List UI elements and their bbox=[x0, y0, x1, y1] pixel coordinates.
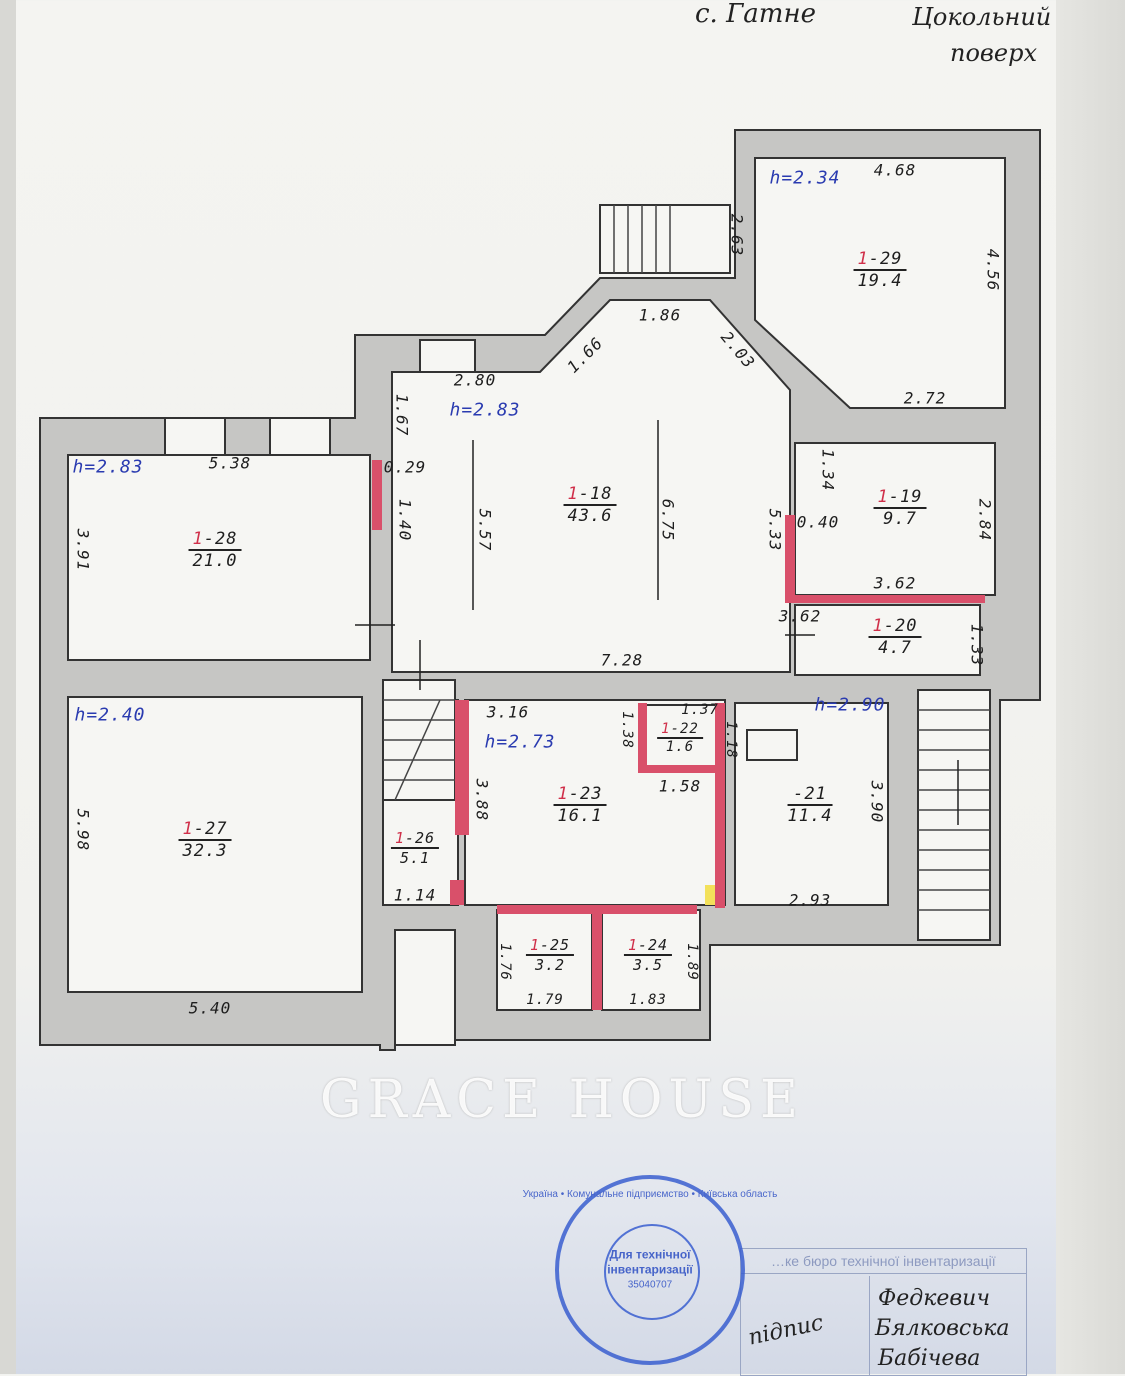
height-label: h=2.73 bbox=[484, 731, 556, 753]
signature-name-2: Бялковська bbox=[875, 1316, 1010, 1341]
dimension-label: 4.68 bbox=[873, 160, 917, 180]
stairs-top bbox=[599, 204, 731, 274]
direction-arrows bbox=[355, 420, 959, 825]
dimension-label: 6.75 bbox=[658, 498, 678, 542]
room-25 bbox=[496, 909, 593, 1011]
bottom-opening bbox=[394, 929, 456, 1046]
dimension-label: 3.62 bbox=[873, 573, 917, 593]
village-title: с. Гатне bbox=[695, 0, 816, 29]
dimension-label: 1.34 bbox=[818, 448, 838, 492]
dimension-label: 5.57 bbox=[475, 508, 495, 552]
dimension-label: 3.62 bbox=[778, 606, 822, 626]
room-28 bbox=[67, 454, 371, 661]
room-19 bbox=[794, 442, 996, 596]
dimension-label: 3.90 bbox=[867, 780, 887, 824]
dimension-label: 1.37 bbox=[681, 702, 719, 718]
bureau-header: …ке бюро технічної інвентаризації bbox=[741, 1249, 1026, 1274]
dimension-label: 3.88 bbox=[472, 778, 492, 822]
dimension-label: 1.33 bbox=[967, 623, 987, 667]
dimension-label: 7.28 bbox=[600, 650, 644, 670]
dimension-label: 1.14 bbox=[393, 885, 437, 905]
window-2 bbox=[269, 417, 331, 456]
dimension-label: 2.93 bbox=[788, 890, 832, 910]
room-22 bbox=[644, 704, 721, 768]
watermark: GRACE HOUSE bbox=[320, 1070, 804, 1130]
dimension-label: 1.79 bbox=[526, 992, 564, 1008]
window-3 bbox=[419, 339, 476, 373]
official-stamp: Україна • Комунальне підприємство • Київ… bbox=[523, 1175, 777, 1365]
height-label: h=2.34 bbox=[769, 167, 841, 189]
room-27 bbox=[67, 696, 363, 993]
dimension-label: 1.18 bbox=[723, 721, 739, 759]
signature-name-1: Федкевич bbox=[878, 1286, 991, 1311]
new-partitions bbox=[372, 460, 985, 1010]
dimension-label: 5.33 bbox=[765, 508, 785, 552]
signature-name-3: Бабічева bbox=[878, 1346, 981, 1371]
dimension-label: 5.98 bbox=[73, 808, 93, 852]
floor-title-line2: поверх bbox=[950, 39, 1037, 67]
dimension-label: 1.76 bbox=[497, 943, 513, 981]
height-label: h=2.83 bbox=[72, 456, 144, 478]
room-24 bbox=[601, 909, 701, 1011]
dimension-label: 1.67 bbox=[392, 393, 412, 437]
stamp-line-2: інвентаризації bbox=[607, 1262, 693, 1277]
dimension-label: 2.84 bbox=[975, 498, 995, 542]
dimension-label: 5.40 bbox=[188, 998, 232, 1018]
paper-edge-left bbox=[0, 0, 16, 1374]
height-label: h=2.90 bbox=[814, 694, 886, 716]
dimension-label: 1.86 bbox=[638, 305, 682, 325]
dimension-label: 4.56 bbox=[983, 248, 1003, 292]
window-1 bbox=[164, 417, 226, 456]
dimension-label: 0.40 bbox=[796, 512, 840, 532]
paper-edge-right bbox=[1056, 0, 1125, 1374]
height-label: h=2.40 bbox=[74, 704, 146, 726]
dimension-label: 3.91 bbox=[73, 528, 93, 572]
table-divider bbox=[869, 1276, 870, 1376]
room-18 bbox=[391, 299, 791, 673]
dimension-label: 1.40 bbox=[395, 498, 415, 542]
dimension-label: 5.38 bbox=[208, 453, 252, 473]
stair-treads bbox=[383, 205, 990, 911]
dimension-label: 3.16 bbox=[486, 702, 530, 722]
dimension-label: 2.80 bbox=[453, 370, 497, 390]
dimension-label: 2.63 bbox=[727, 213, 747, 257]
room-20 bbox=[794, 604, 981, 676]
dimension-label: 1.38 bbox=[619, 711, 635, 749]
stairs-right bbox=[917, 689, 991, 941]
stamp-ring-text: Україна • Комунальне підприємство • Київ… bbox=[522, 1189, 778, 1200]
room-29 bbox=[754, 157, 1006, 409]
height-label: h=2.83 bbox=[449, 399, 521, 421]
stamp-code: 35040707 bbox=[627, 1279, 673, 1291]
stamp-line-1: Для технічної bbox=[609, 1247, 691, 1262]
bath-fixture bbox=[746, 729, 798, 761]
dimension-label: 1.83 bbox=[629, 992, 667, 1008]
dimension-label: 1.89 bbox=[684, 943, 700, 981]
dimension-label: 1.58 bbox=[658, 776, 702, 796]
dimension-label: 0.29 bbox=[383, 457, 427, 477]
floor-title-line1: Цокольний bbox=[912, 3, 1052, 31]
dimension-label: 2.72 bbox=[903, 388, 947, 408]
